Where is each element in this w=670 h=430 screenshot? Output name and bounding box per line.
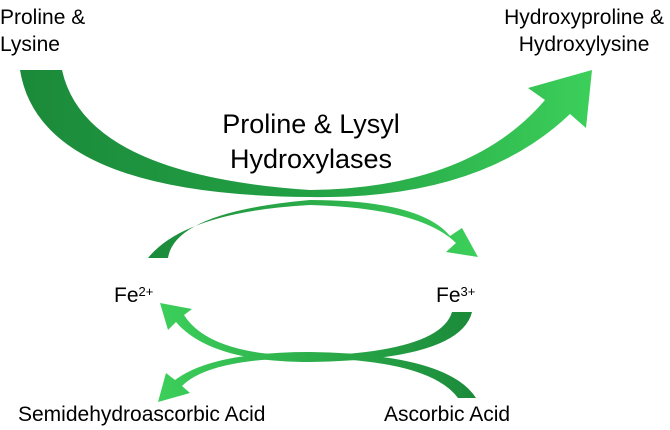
- substrate-line-2: Lysine: [0, 33, 60, 56]
- product-line-2: Hydroxylysine: [518, 33, 650, 56]
- fe3-symbol: Fe: [436, 284, 461, 307]
- fe2-label: Fe2+: [114, 278, 153, 309]
- main-reaction-arrow: [20, 70, 592, 198]
- enzyme-label: Proline & Lysyl Hydroxylases: [196, 107, 426, 177]
- semidehydroascorbic-acid-label: Semidehydroascorbic Acid: [18, 403, 266, 426]
- product-label: Hydroxyproline & Hydroxylysine: [504, 4, 664, 58]
- substrate-line-1: Proline &: [0, 6, 86, 29]
- fe2-symbol: Fe: [114, 284, 139, 307]
- fe3-label: Fe3+: [436, 278, 475, 309]
- substrate-label: Proline & Lysine: [0, 4, 85, 58]
- enzyme-line-1: Proline & Lysyl: [222, 109, 400, 139]
- product-line-1: Hydroxyproline &: [504, 6, 664, 29]
- fe2-charge: 2+: [138, 284, 154, 299]
- ascorbate-to-semidehydroascorbate-arrow: [158, 352, 476, 402]
- enzyme-line-2: Hydroxylases: [229, 144, 393, 174]
- fe3-to-fe2-arrow: [160, 303, 472, 362]
- ascorbic-acid-label: Ascorbic Acid: [384, 403, 511, 426]
- fe3-charge: 3+: [460, 284, 476, 299]
- fe2-to-fe3-arrow: [148, 200, 478, 258]
